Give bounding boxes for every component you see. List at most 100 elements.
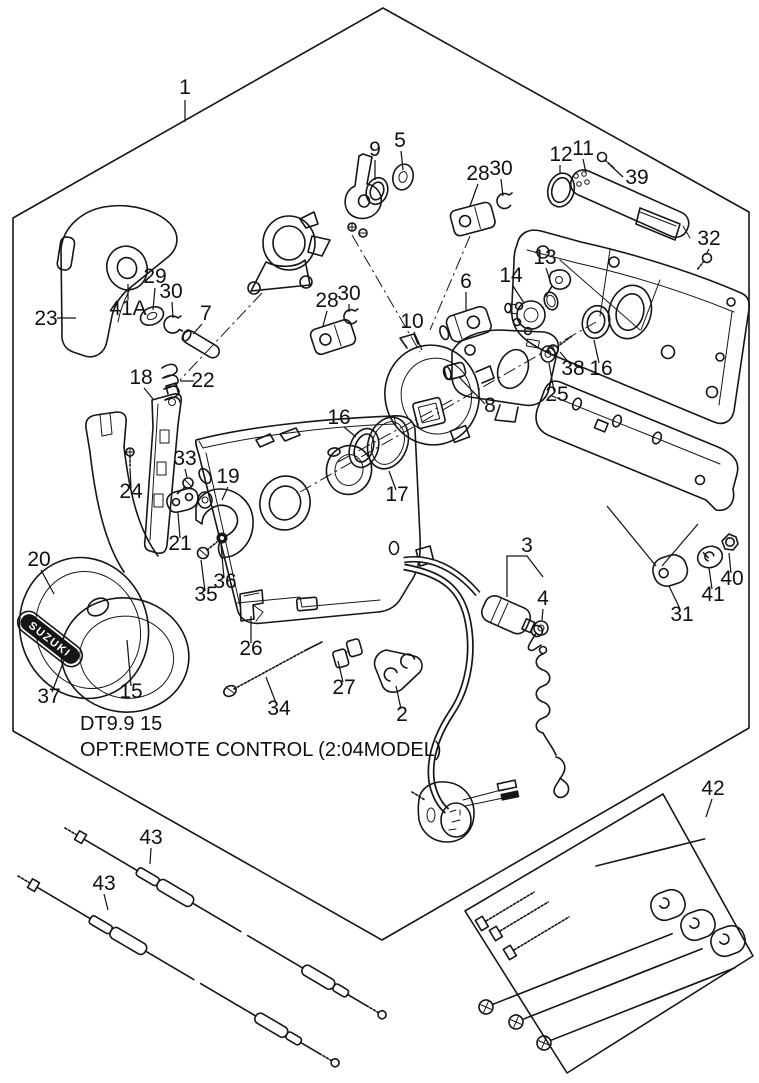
label-13: 13 [533,246,556,269]
part-6-cable-block [439,305,492,343]
part-35-screw [196,541,218,560]
label-38: 38 [561,357,584,380]
label-5: 5 [394,129,406,152]
label-16b: 16 [327,406,350,429]
part-11-cover-plate [569,169,691,241]
part-36-washer [216,532,228,544]
part-21-plate [166,487,199,514]
label-21: 21 [168,532,191,555]
part-8-spacer [442,361,467,381]
label-27: 27 [332,676,355,699]
assembly-axis-lines [179,234,597,493]
part-3-stop-switch [481,595,544,638]
part-12-grommet [546,172,576,208]
wiring-harness [403,556,520,843]
leader-lines [40,100,732,911]
part-9-lever [344,153,389,238]
label-25: 25 [545,383,568,406]
part-42-hardware-kit [464,793,754,1074]
label-37: 37 [37,685,60,708]
label-43b: 43 [92,872,115,895]
part-41a-washer [106,245,148,291]
mount-plate [451,329,560,423]
part-22-spring [161,363,181,403]
part-number-labels: 1 23 41A 29 30 7 9 5 28 30 12 11 39 32 1… [27,76,743,895]
label-12: 12 [549,143,572,166]
part-24-screw [125,447,135,467]
label-16a: 16 [589,357,612,380]
part-7-pin [181,329,221,359]
part-2-plate [373,649,423,693]
label-10: 10 [400,310,423,333]
part-28b-clamp [309,318,357,356]
part-10-drum [384,333,495,446]
label-20: 20 [27,548,50,571]
label-26: 26 [239,637,262,660]
label-23: 23 [34,307,57,330]
part-30a-circlip [163,315,184,334]
part-41-washer [696,545,724,569]
label-41: 41 [701,583,724,606]
part-14-switch [504,300,546,336]
part-4-key-lanyard [527,620,570,799]
label-28a: 28 [466,162,489,185]
label-8: 8 [484,394,496,417]
label-2: 2 [396,703,408,726]
label-39: 39 [625,166,648,189]
model-code-text: DT9.9 15 [80,713,162,735]
label-36: 36 [213,570,236,593]
label-15: 15 [119,680,142,703]
label-9: 9 [369,138,381,161]
part-34-screw [222,641,323,698]
label-7: 7 [200,302,212,325]
part-26-bracket [239,589,264,622]
part-30b-circlip [496,192,513,210]
label-4: 4 [537,587,549,610]
part-29-washer [139,305,165,327]
part-16a-bushing [581,304,611,340]
label-19: 19 [216,465,239,488]
label-30b: 30 [489,157,512,180]
part-28a-clamp [449,201,496,237]
label-34: 34 [267,697,291,720]
part-16b-bushing [348,427,380,469]
label-33: 33 [173,447,196,470]
label-42: 42 [701,777,724,800]
label-40: 40 [720,567,743,590]
label-31: 31 [670,603,693,626]
label-43a: 43 [139,826,162,849]
label-14: 14 [499,264,523,287]
label-24: 24 [119,480,143,503]
harness-connector [411,779,520,843]
label-1: 1 [179,76,191,99]
part-43a-cable [64,827,387,1020]
label-3: 3 [521,534,533,557]
figure-caption-text: OPT:REMOTE CONTROL (2:04MODEL) [80,739,442,761]
label-6: 6 [460,270,472,293]
label-29: 29 [143,265,166,288]
part-27-clip [332,638,363,669]
part-40-nut [721,533,739,551]
label-35: 35 [194,583,217,606]
part-15-control-lever [60,411,190,713]
part-30c-circlip [343,308,359,325]
label-41a: 41A [109,297,146,320]
part-5-washer [392,163,414,191]
label-17: 17 [385,483,408,506]
label-30a: 30 [159,280,182,303]
side-cover-strip [535,380,739,567]
mount-bracket [247,211,331,295]
part-25-washer [540,345,556,363]
rear-housing-panel [510,229,751,425]
label-32: 32 [697,227,720,250]
part-32-screw [696,252,713,271]
label-28b: 28 [315,289,338,312]
label-30c: 30 [337,282,360,305]
part-31-grommet [652,554,689,587]
label-11: 11 [572,137,594,160]
label-22: 22 [191,369,214,392]
part-43b-cable [17,875,340,1068]
part-18-bracket-strip [143,382,183,555]
